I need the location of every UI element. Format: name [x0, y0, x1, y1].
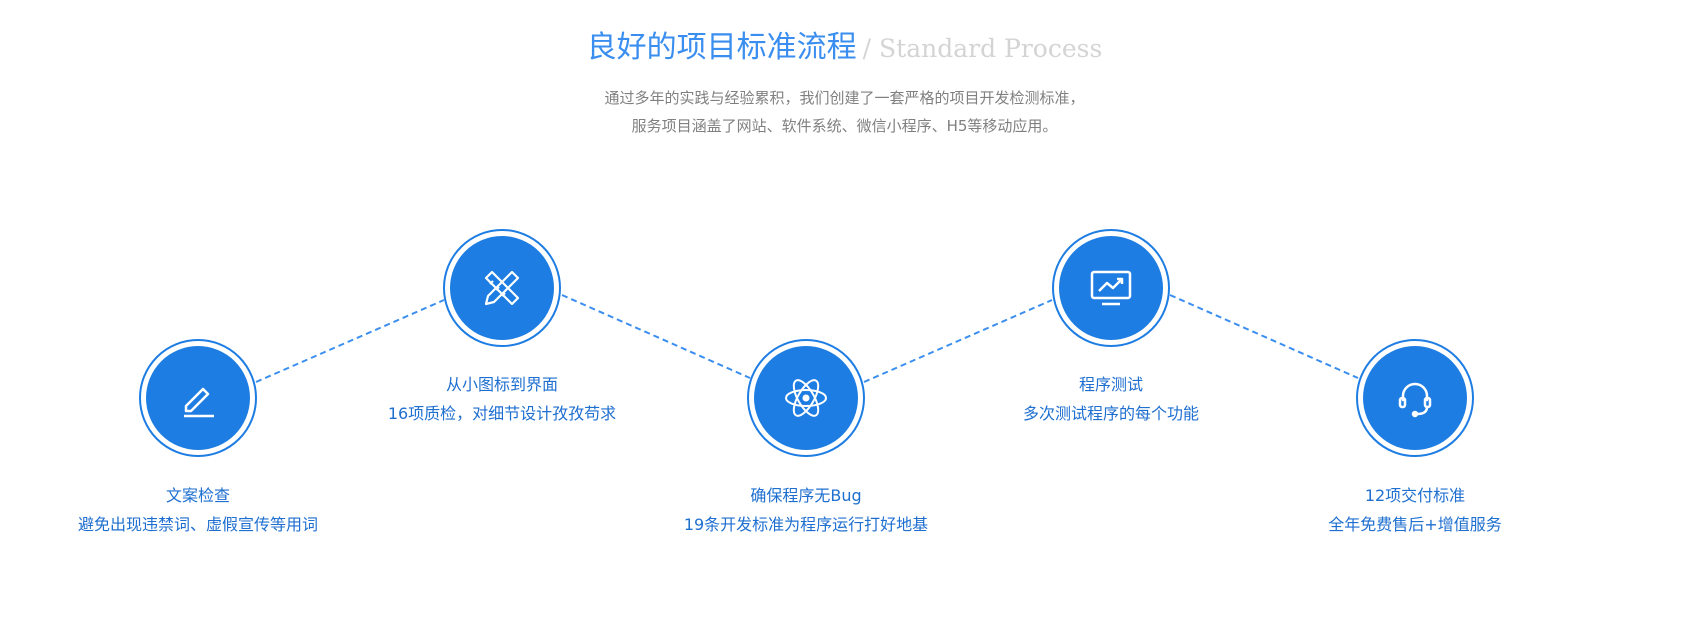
step-4-circle — [1052, 229, 1170, 347]
page-title: 良好的项目标准流程/ Standard Process — [0, 22, 1689, 66]
step-title: 文案检查 — [165, 486, 230, 505]
step-2-circle — [443, 229, 561, 347]
step-title: 12项交付标准 — [1364, 486, 1466, 505]
headset-icon — [1398, 382, 1432, 418]
pencil-icon — [184, 387, 214, 418]
step-1-caption: 文案检查避免出现违禁词、虚假宣传等用词 — [18, 481, 378, 539]
step-3-circle — [747, 339, 865, 457]
connector-line — [863, 299, 1053, 383]
step-4-caption: 程序测试多次测试程序的每个功能 — [931, 370, 1291, 428]
title-cn: 良好的项目标准流程 — [586, 30, 857, 65]
step-subtitle: 16项质检，对细节设计孜孜苟求 — [387, 404, 617, 423]
step-subtitle: 多次测试程序的每个功能 — [1022, 404, 1199, 423]
step-subtitle: 19条开发标准为程序运行打好地基 — [683, 515, 929, 534]
ruler-pencil-icon — [484, 270, 520, 306]
step-title: 确保程序无Bug — [750, 486, 862, 505]
connector-line — [561, 294, 751, 379]
connector-line — [1169, 294, 1359, 379]
step-title: 从小图标到界面 — [445, 375, 558, 394]
description: 通过多年的实践与经验累积，我们创建了一套严格的项目开发检测标准， 服务项目涵盖了网… — [0, 84, 1689, 140]
step-5-caption: 12项交付标准全年免费售后+增值服务 — [1235, 481, 1595, 539]
step-subtitle: 避免出现违禁词、虚假宣传等用词 — [77, 515, 318, 534]
monitor-chart-icon — [1090, 270, 1132, 306]
desc-line-1: 通过多年的实践与经验累积，我们创建了一套严格的项目开发检测标准， — [604, 89, 1085, 107]
atom-icon — [785, 379, 827, 417]
step-1-circle — [139, 339, 257, 457]
step-2-caption: 从小图标到界面 16项质检，对细节设计孜孜苟求 — [322, 370, 682, 428]
step-subtitle: 全年免费售后+增值服务 — [1328, 515, 1502, 534]
title-en: / Standard Process — [862, 34, 1103, 63]
step-3-caption: 确保程序无Bug 19条开发标准为程序运行打好地基 — [626, 481, 986, 539]
connector-line — [255, 299, 445, 383]
step-title: 程序测试 — [1078, 375, 1143, 394]
step-5-circle — [1356, 339, 1474, 457]
desc-line-2: 服务项目涵盖了网站、软件系统、微信小程序、H5等移动应用。 — [631, 117, 1058, 135]
